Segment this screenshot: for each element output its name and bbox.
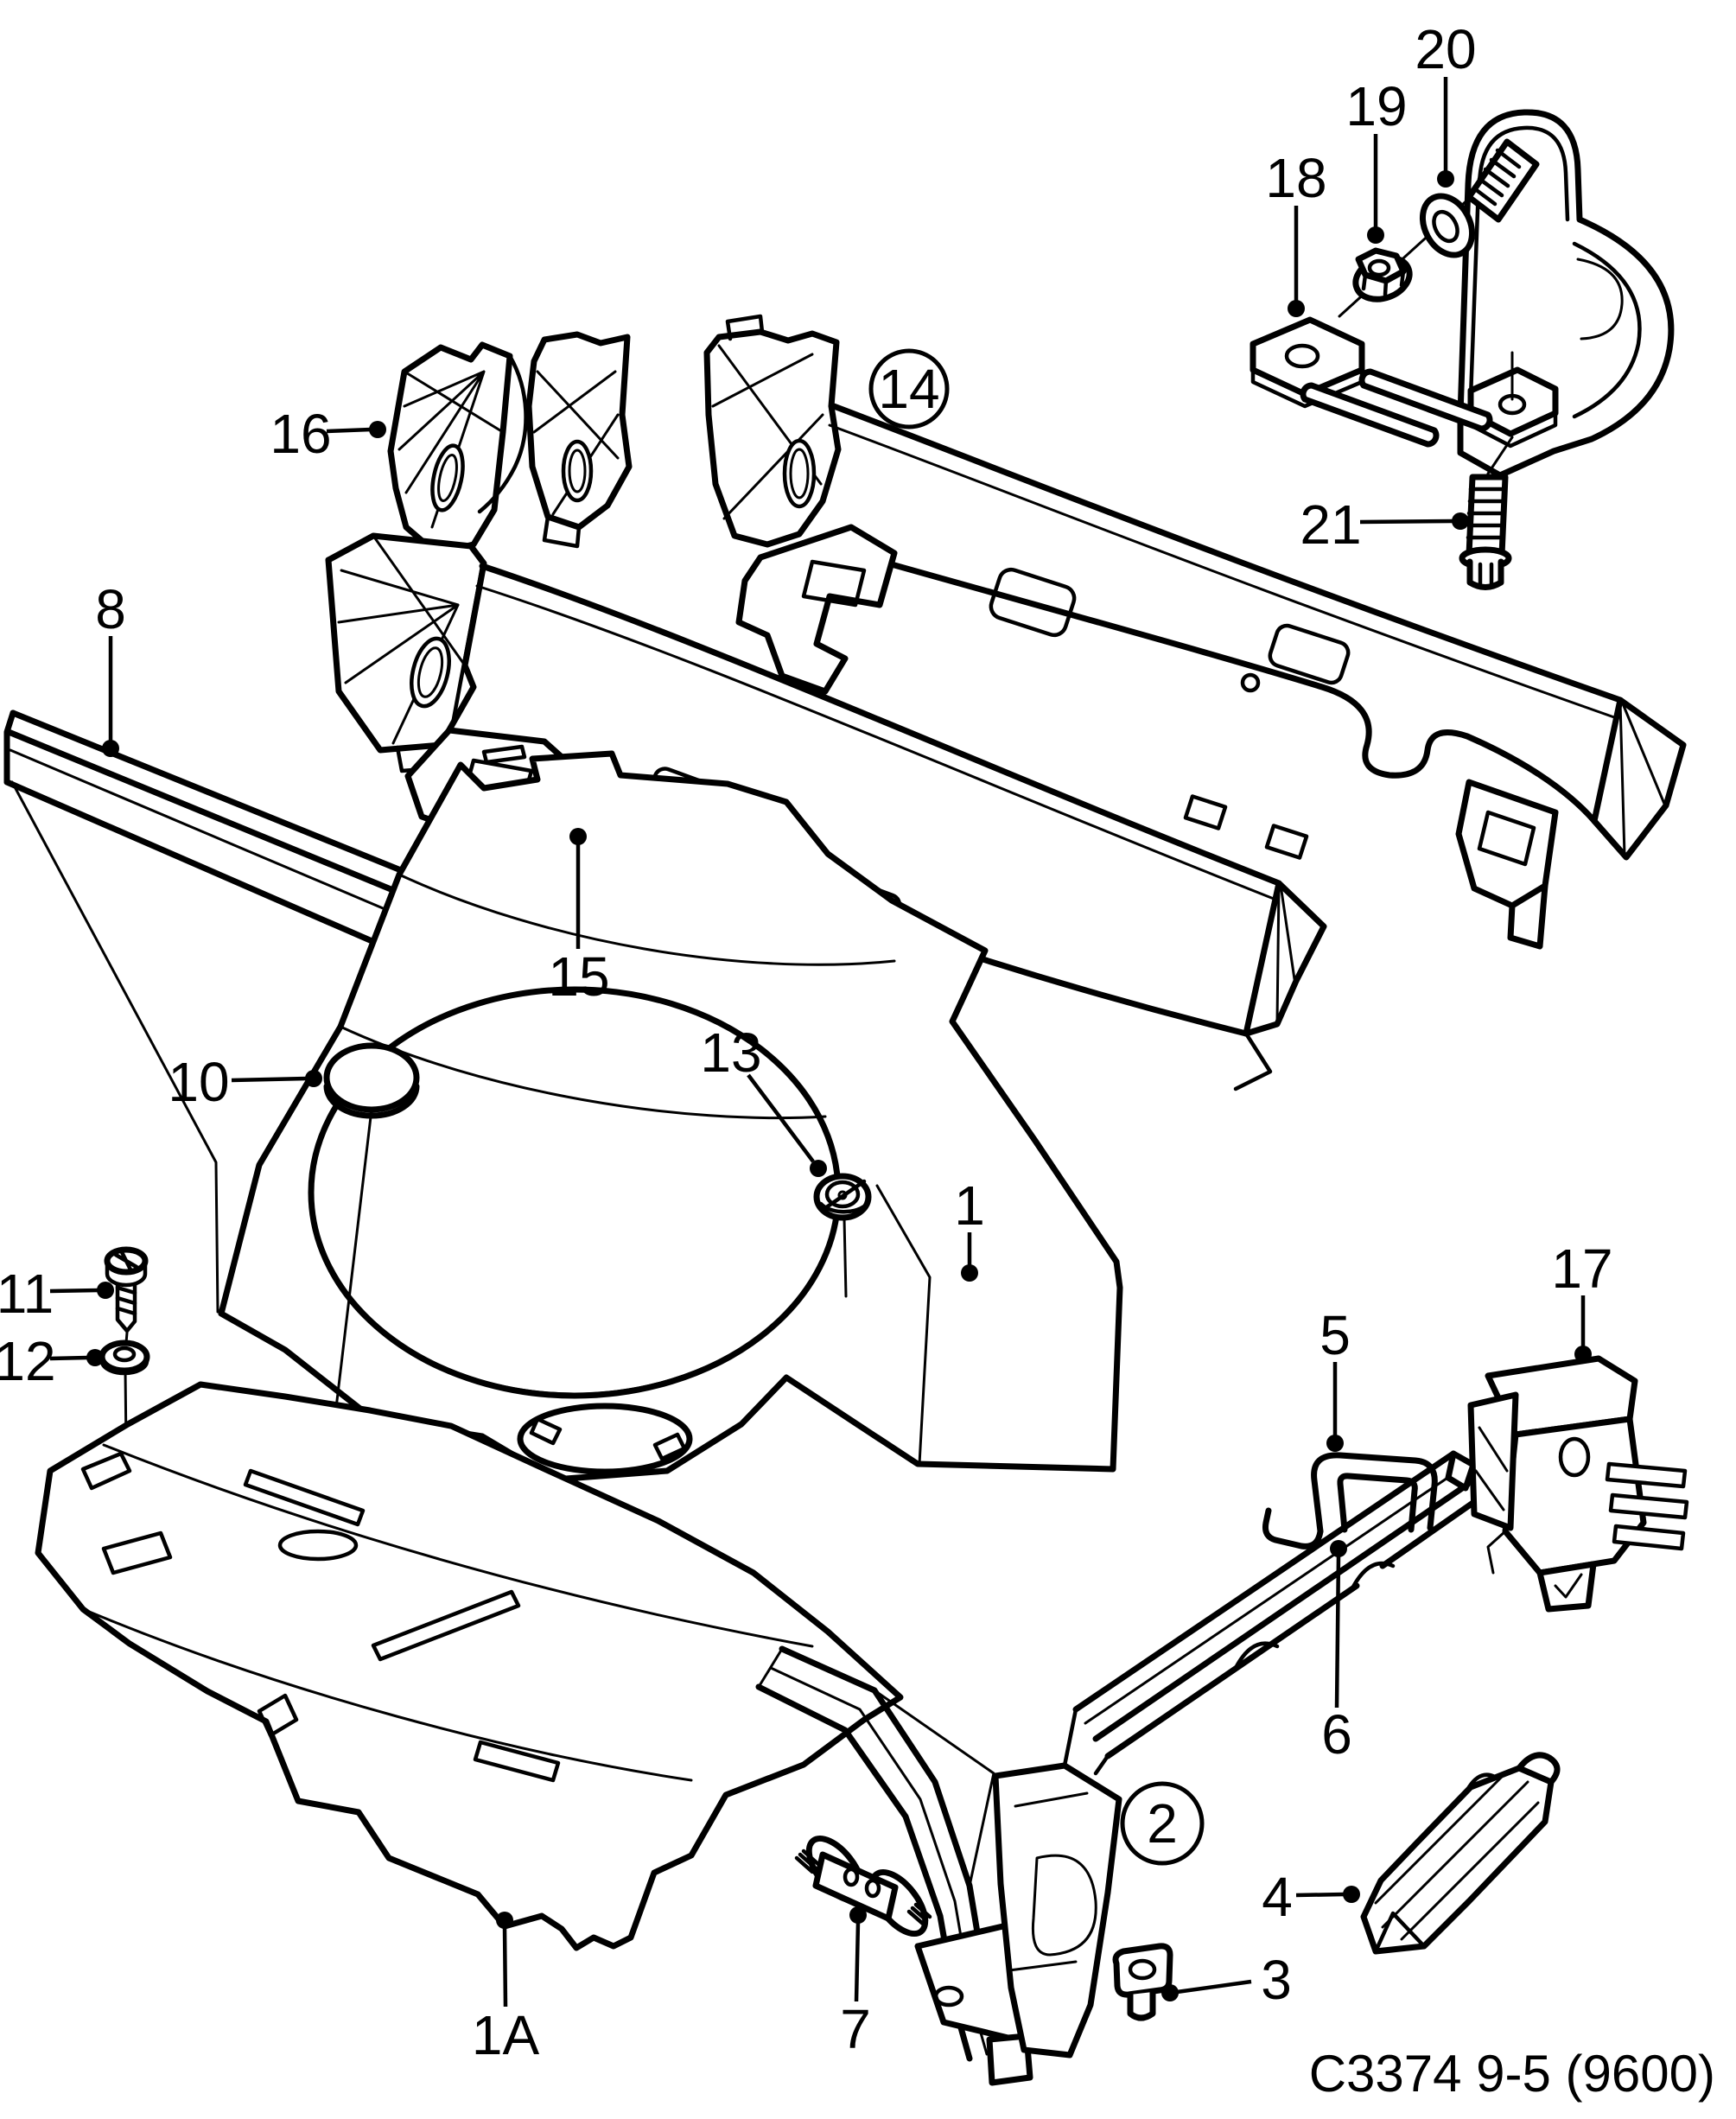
part-14-rear-panel — [703, 314, 1687, 950]
callout-label-16: 16 — [270, 403, 331, 465]
callout-3: 3 — [1161, 1949, 1292, 2011]
callout-15: 15 — [548, 828, 610, 1008]
drawing-caption: C3374 9-5 (9600) — [1309, 2045, 1715, 2103]
callout-label-6: 6 — [1321, 1703, 1352, 1766]
part-1-trunk-floor — [218, 744, 1123, 1483]
part-18-tow-bracket — [1250, 109, 1675, 479]
callout-label-10: 10 — [168, 1051, 229, 1113]
callout-label-7: 7 — [840, 1998, 871, 2060]
callout-2: 2 — [1120, 1781, 1205, 1866]
callout-10: 10 — [168, 1051, 322, 1113]
part-17-bracket — [1467, 1355, 1689, 1613]
part-15-rear-panel — [325, 532, 1327, 1091]
callout-label-14: 14 — [878, 358, 939, 420]
callout-label-11: 11 — [0, 1263, 54, 1325]
callout-label-13: 13 — [700, 1021, 761, 1084]
part-21-bolt — [1459, 436, 1514, 590]
callout-17: 17 — [1551, 1238, 1613, 1363]
callout-label-1: 1 — [954, 1174, 985, 1237]
callout-16: 16 — [270, 403, 386, 465]
part-13-grommet — [813, 1173, 872, 1298]
part-7-clamp — [794, 1835, 932, 1938]
part-6-rail — [1062, 1450, 1478, 1776]
callout-13: 13 — [700, 1021, 827, 1177]
part-3-clip — [1112, 1943, 1173, 2021]
part-20-washer — [1419, 193, 1476, 258]
callout-6: 6 — [1321, 1540, 1352, 1766]
callout-11: 11 — [0, 1263, 114, 1325]
callout-label-15: 15 — [548, 945, 609, 1008]
callout-19: 19 — [1345, 75, 1408, 244]
part-16-pillar — [387, 341, 528, 557]
callout-label-12: 12 — [0, 1330, 56, 1392]
callout-label-20: 20 — [1415, 18, 1476, 80]
callout-label-3: 3 — [1261, 1949, 1292, 2011]
part-1a-floor-panel — [35, 1381, 904, 1951]
part-19-nut — [1352, 247, 1413, 302]
callout-8: 8 — [95, 578, 126, 757]
part-11-screw — [104, 1246, 149, 1345]
callout-21: 21 — [1300, 493, 1469, 556]
callout-label-21: 21 — [1300, 493, 1361, 556]
callout-label-8: 8 — [95, 578, 126, 640]
callout-label-2: 2 — [1147, 1792, 1178, 1855]
callout-5: 5 — [1319, 1304, 1351, 1452]
part-2-side-member — [755, 1645, 1122, 2086]
callout-14: 14 — [868, 348, 950, 430]
callout-1A: 1A — [472, 1912, 540, 2066]
part-14-pillar-bracket — [525, 331, 633, 549]
callout-7: 7 — [840, 1906, 871, 2060]
callout-label-18: 18 — [1265, 147, 1326, 209]
callout-20: 20 — [1415, 18, 1477, 188]
callout-label-5: 5 — [1319, 1304, 1351, 1366]
callout-label-19: 19 — [1345, 75, 1407, 137]
callout-4: 4 — [1262, 1866, 1360, 1928]
part-5-hook-clip — [1262, 1452, 1438, 1549]
callout-label-17: 17 — [1551, 1238, 1612, 1300]
callout-label-4: 4 — [1262, 1866, 1293, 1928]
callout-18: 18 — [1265, 147, 1327, 317]
part-4-rail — [1360, 1752, 1561, 1955]
callout-label-1A: 1A — [472, 2004, 540, 2066]
part-10-plug — [320, 1042, 420, 1533]
callout-1: 1 — [954, 1174, 985, 1282]
callout-12: 12 — [0, 1330, 104, 1392]
